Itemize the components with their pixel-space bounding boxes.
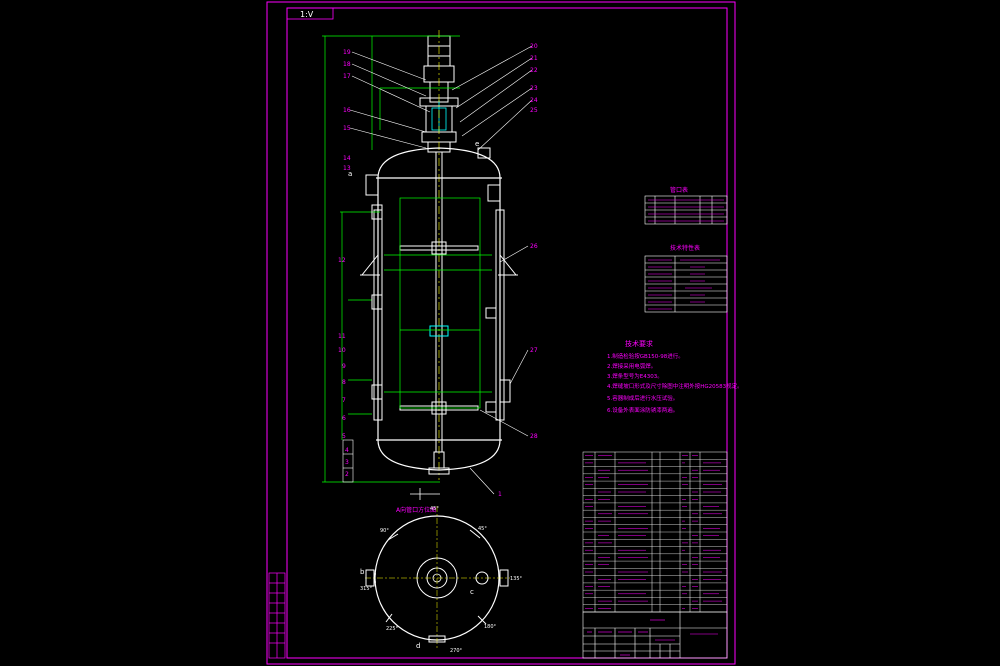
spec-table-title: 技术特性表: [670, 244, 700, 252]
svg-text:90°: 90°: [380, 528, 389, 534]
technical-notes: 1.制造检验按GB150-98进行。 2.焊接采用电弧焊。 3.焊条型号为E43…: [607, 352, 743, 414]
part-numbers-left: 19 18 17 16 15 14 13 12 11 10 9 8 7 6 5 …: [338, 49, 502, 498]
svg-text:45°: 45°: [478, 526, 487, 532]
svg-text:22: 22: [530, 67, 538, 74]
notes-title: 技术要求: [625, 339, 653, 348]
support-lugs: [360, 254, 518, 276]
svg-text:d: d: [416, 642, 420, 650]
plan-nozzles: [365, 529, 509, 643]
title-block-fills: [587, 619, 718, 656]
plan-nozzle-letters: b c d: [360, 568, 474, 650]
svg-text:10: 10: [338, 347, 346, 354]
svg-text:2: 2: [345, 471, 349, 478]
svg-text:12: 12: [338, 257, 346, 264]
left-label-stack: [342, 439, 354, 483]
spec-table: [644, 255, 728, 313]
leader-lines: [349, 45, 533, 495]
nozzle-table-title: 管口表: [670, 186, 688, 194]
svg-text:8: 8: [342, 379, 346, 386]
left-revision-strip: [268, 572, 286, 659]
svg-text:6: 6: [342, 415, 346, 422]
svg-text:4.焊缝坡口形式及尺寸除图中注明外按HG20583规定。: 4.焊缝坡口形式及尺寸除图中注明外按HG20583规定。: [607, 382, 743, 390]
svg-text:3: 3: [345, 459, 349, 466]
svg-text:24: 24: [530, 97, 538, 104]
svg-text:19: 19: [343, 49, 351, 56]
top-head: [377, 147, 501, 179]
dimension-lines: [322, 35, 492, 483]
svg-text:11: 11: [338, 333, 346, 340]
parts-list-text: [585, 455, 722, 609]
svg-text:5: 5: [342, 433, 346, 440]
svg-text:14: 14: [343, 155, 351, 162]
plan-centerlines: [365, 506, 510, 650]
svg-text:5.容器制成后进行水压试验。: 5.容器制成后进行水压试验。: [607, 394, 678, 402]
svg-text:315°: 315°: [360, 586, 373, 592]
title-block: [582, 611, 728, 659]
svg-text:180°: 180°: [484, 624, 497, 630]
svg-text:c: c: [470, 588, 474, 596]
svg-text:270°: 270°: [450, 648, 463, 654]
svg-text:13: 13: [343, 165, 351, 172]
svg-text:26: 26: [530, 243, 538, 250]
svg-text:15: 15: [343, 125, 351, 132]
svg-text:3.焊条型号为E4303。: 3.焊条型号为E4303。: [607, 372, 663, 380]
svg-text:25: 25: [530, 107, 538, 114]
svg-text:9: 9: [342, 363, 346, 370]
spec-table-fills: [648, 259, 720, 310]
id-box-text: 1:V: [300, 10, 314, 19]
svg-text:1.制造检验按GB150-98进行。: 1.制造检验按GB150-98进行。: [607, 352, 684, 360]
svg-text:7: 7: [342, 397, 346, 404]
nozzle-table: [644, 195, 728, 225]
svg-text:21: 21: [530, 55, 538, 62]
svg-text:225°: 225°: [386, 626, 399, 632]
svg-text:16: 16: [343, 107, 351, 114]
svg-text:a: a: [348, 170, 352, 178]
svg-text:6.设备外表面涂防锈漆两遍。: 6.设备外表面涂防锈漆两遍。: [607, 406, 678, 414]
svg-text:b: b: [360, 568, 365, 576]
bottom-head: [377, 439, 501, 471]
elevation-nozzle-letters: a e: [348, 140, 479, 178]
section-arrow: [410, 488, 440, 500]
svg-text:e: e: [475, 140, 479, 148]
svg-text:1: 1: [498, 491, 502, 498]
svg-text:28: 28: [530, 433, 538, 440]
svg-text:17: 17: [343, 73, 351, 80]
svg-text:2.焊接采用电弧焊。: 2.焊接采用电弧焊。: [607, 362, 656, 370]
part-numbers-right: 20 21 22 23 24 25 26 27 28: [530, 43, 538, 440]
parts-list-rows: [583, 459, 727, 605]
svg-text:4: 4: [345, 447, 349, 454]
middle-hub: [429, 325, 449, 337]
nozzle-table-fills: [648, 199, 724, 222]
svg-text:27: 27: [530, 347, 538, 354]
svg-text:20: 20: [530, 43, 538, 50]
section-title: A向管口方位图: [396, 506, 436, 514]
svg-text:135°: 135°: [510, 576, 523, 582]
svg-text:18: 18: [343, 61, 351, 68]
id-box: [286, 7, 334, 20]
plan-angle-labels: 45° 45° 90° 135° 180° 225° 270° 315°: [360, 506, 523, 654]
drawing-frame: [286, 7, 728, 659]
shell-nozzles: [365, 147, 511, 475]
svg-text:45°: 45°: [430, 506, 439, 512]
svg-text:23: 23: [530, 85, 538, 92]
sheet-border: [266, 1, 736, 665]
